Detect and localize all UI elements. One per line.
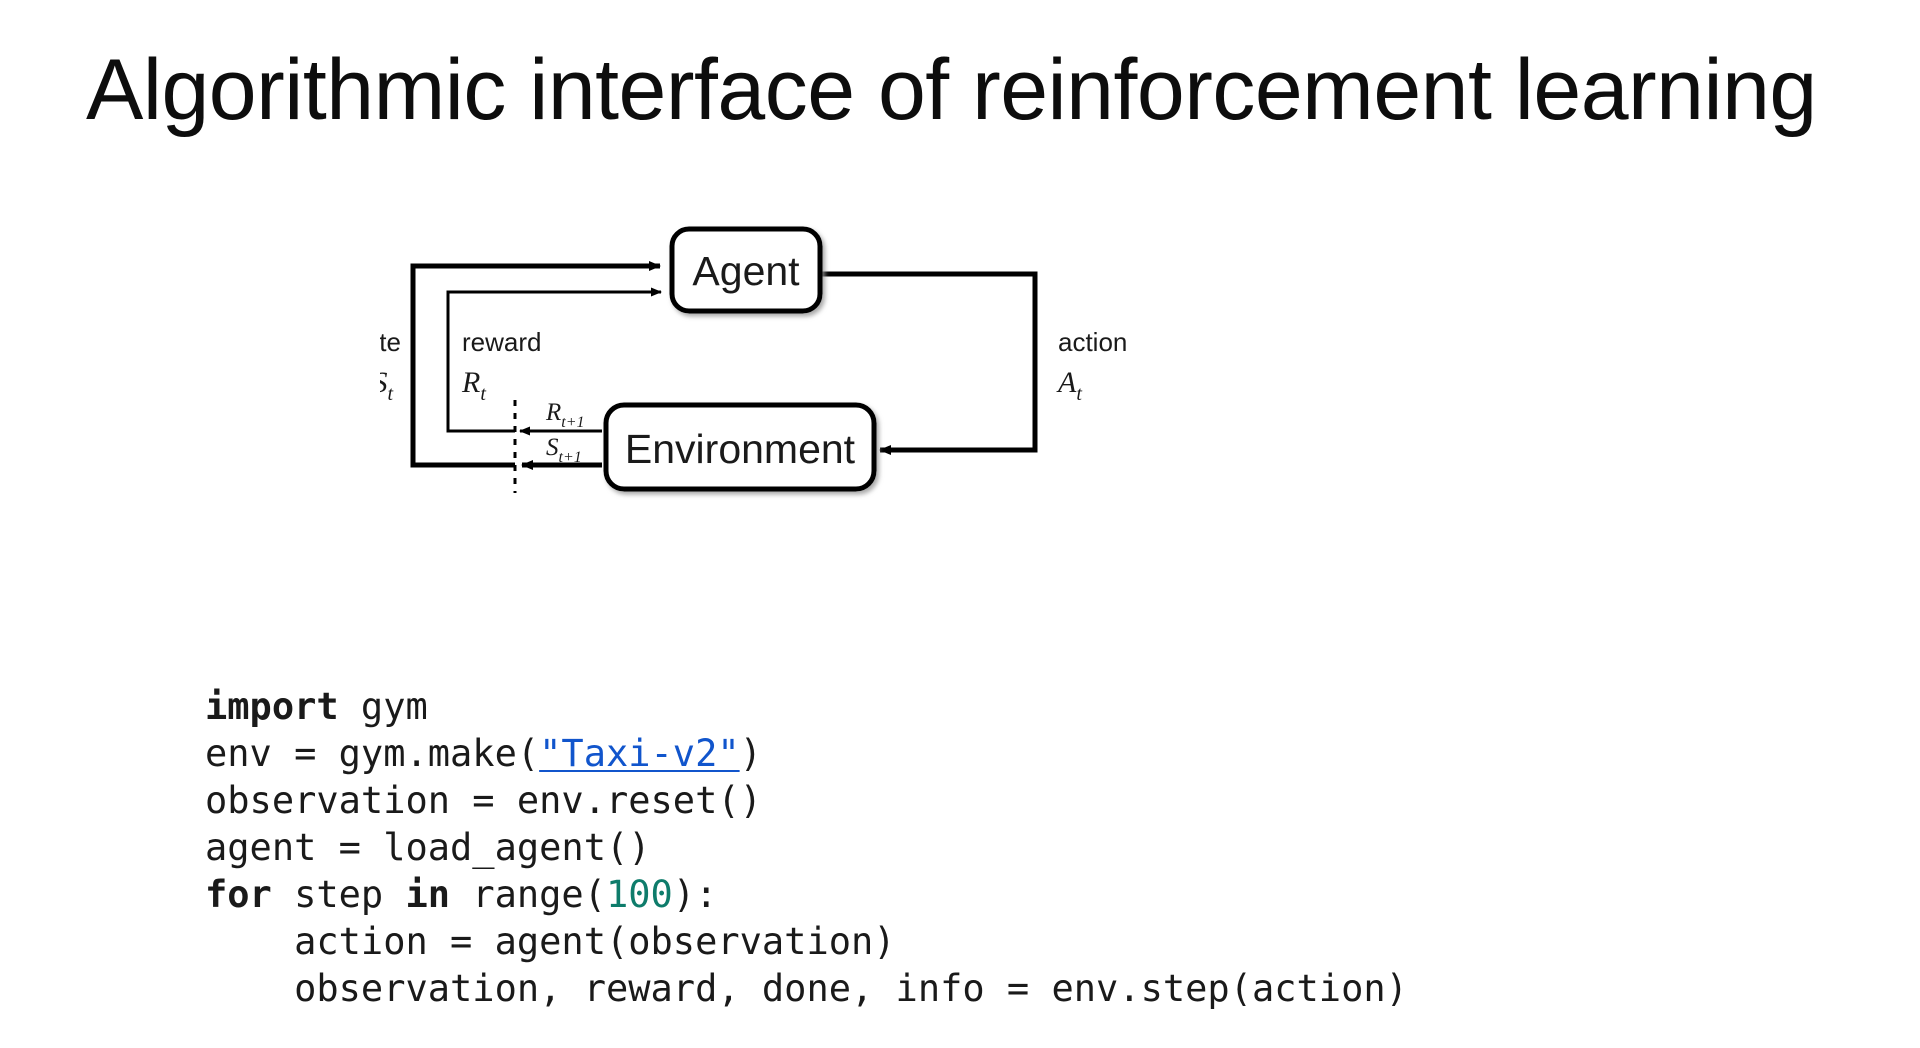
reward-edge (446, 287, 662, 433)
reward-label-word: reward (462, 327, 541, 357)
agent-node-label: Agent (692, 248, 800, 294)
code-number-literal: 100 (605, 873, 673, 916)
code-text: env = gym.make( (205, 732, 540, 775)
environment-node-label: Environment (625, 426, 856, 472)
next-reward-label-symbol: Rt+1 (545, 399, 585, 431)
page-title: Algorithmic interface of reinforcement l… (86, 42, 1817, 138)
state-label-word: state (380, 327, 401, 357)
state-edge (410, 261, 661, 468)
code-keyword: in (405, 873, 451, 916)
code-text: gym (338, 685, 428, 728)
environment-node (603, 402, 877, 492)
rl-loop-diagram: Agent Environment state St reward Rt act… (380, 215, 1220, 535)
code-text: action = agent(observation) (205, 920, 896, 963)
code-hyperlink-env-id[interactable]: "Taxi-v2" (539, 732, 740, 775)
code-keyword: for (205, 873, 272, 916)
code-line: agent = load_agent() (205, 824, 1408, 871)
code-line: observation = env.reset() (205, 777, 1408, 824)
action-label-word: action (1058, 327, 1127, 357)
state-label-symbol: St (380, 366, 393, 405)
code-line: for step in range(100): (205, 871, 1408, 918)
code-text: observation = env.reset() (205, 779, 762, 822)
code-text: agent = load_agent() (205, 826, 651, 869)
code-line: env = gym.make("Taxi-v2") (205, 730, 1408, 777)
reward-label-symbol: Rt (461, 366, 486, 405)
code-text: ) (739, 732, 762, 775)
agent-node (669, 226, 823, 314)
next-state-label-symbol: St+1 (546, 434, 582, 466)
code-text: step (271, 873, 406, 916)
action-edge (820, 271, 1038, 455)
code-line: observation, reward, done, info = env.st… (205, 965, 1408, 1012)
code-line: import gym (205, 683, 1408, 730)
code-keyword: import (205, 685, 339, 728)
code-line: action = agent(observation) (205, 918, 1408, 965)
code-text: ): (672, 873, 718, 916)
code-text: range( (450, 873, 606, 916)
action-label-symbol: At (1056, 366, 1082, 405)
code-text: observation, reward, done, info = env.st… (205, 967, 1408, 1010)
